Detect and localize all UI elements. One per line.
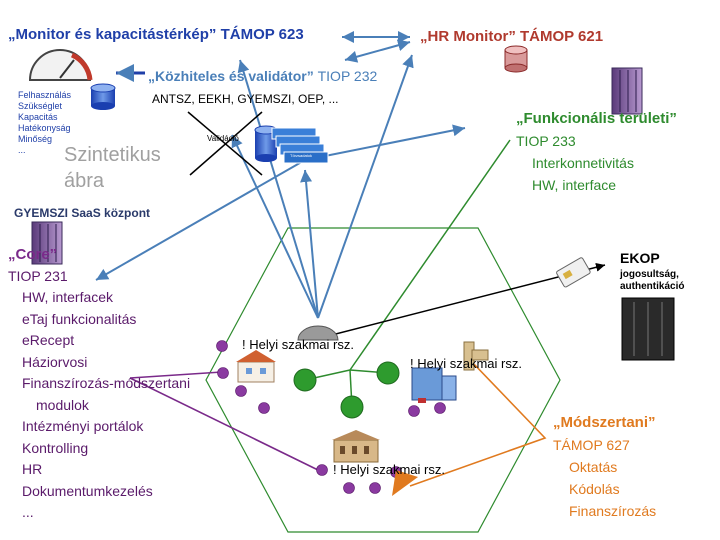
- flag-icon: [463, 341, 489, 371]
- purple-nodes: [216, 340, 446, 494]
- monitor-title: „Monitor és kapacitástérkép” TÁMOP 623: [8, 26, 304, 43]
- connection-arrows: [95, 31, 466, 319]
- core-block: „Core” TIOP 231 HW, interfacek eTaj funk…: [8, 246, 191, 520]
- hr-monitor-title: „HR Monitor” TÁMOP 621: [420, 28, 604, 45]
- saas-label: GYEMSZI SaaS központ: [14, 206, 151, 220]
- funkcionalis-block: „Funkcionális területi” TIOP 233 Interko…: [516, 110, 677, 193]
- database-icon: [90, 83, 116, 110]
- orange-lines: [409, 361, 547, 487]
- modszertani-block: „Módszertani” TÁMOP 627 Oktatás Kódolás …: [553, 414, 657, 519]
- kozhiteles-title: „Közhiteles és validátor” TIOP 232: [148, 68, 378, 84]
- local-hexagon: [205, 227, 561, 533]
- server-rack-icon: [31, 221, 63, 265]
- green-node[interactable]: [293, 368, 317, 392]
- green-node[interactable]: [376, 361, 400, 385]
- validacio-label: Validáció: [207, 134, 239, 143]
- torzsadatok-label: Törzsadatok: [290, 153, 313, 158]
- ekop-block: EKOP jogosultság, authentikáció: [620, 250, 685, 292]
- gauge-icon: [28, 49, 93, 81]
- helyi-label: ! Helyi szakmai rsz.: [410, 356, 522, 371]
- orange-triangle-icon: [392, 470, 418, 496]
- server-rack-icon: [611, 67, 643, 115]
- green-node[interactable]: [340, 395, 364, 419]
- satellite-dish-icon: [297, 325, 339, 341]
- ekop-arrow: [319, 262, 606, 341]
- old-building-icon: [332, 430, 380, 463]
- purple-lines: [129, 371, 319, 471]
- helyi-label: ! Helyi szakmai rsz.: [242, 337, 354, 352]
- stack-icon: [254, 125, 329, 164]
- smart-card-icon: [556, 257, 591, 288]
- validation-cross: [187, 111, 263, 176]
- server-rack-icon: [621, 297, 675, 361]
- kozhiteles-sub: ANTSZ, EEKH, GYEMSZI, OEP, ...: [152, 92, 339, 106]
- office-building-icon: [411, 367, 457, 403]
- database-icon: [504, 45, 528, 73]
- hospital-icon: [236, 350, 276, 383]
- helyi-label: ! Helyi szakmai rsz.: [333, 462, 445, 477]
